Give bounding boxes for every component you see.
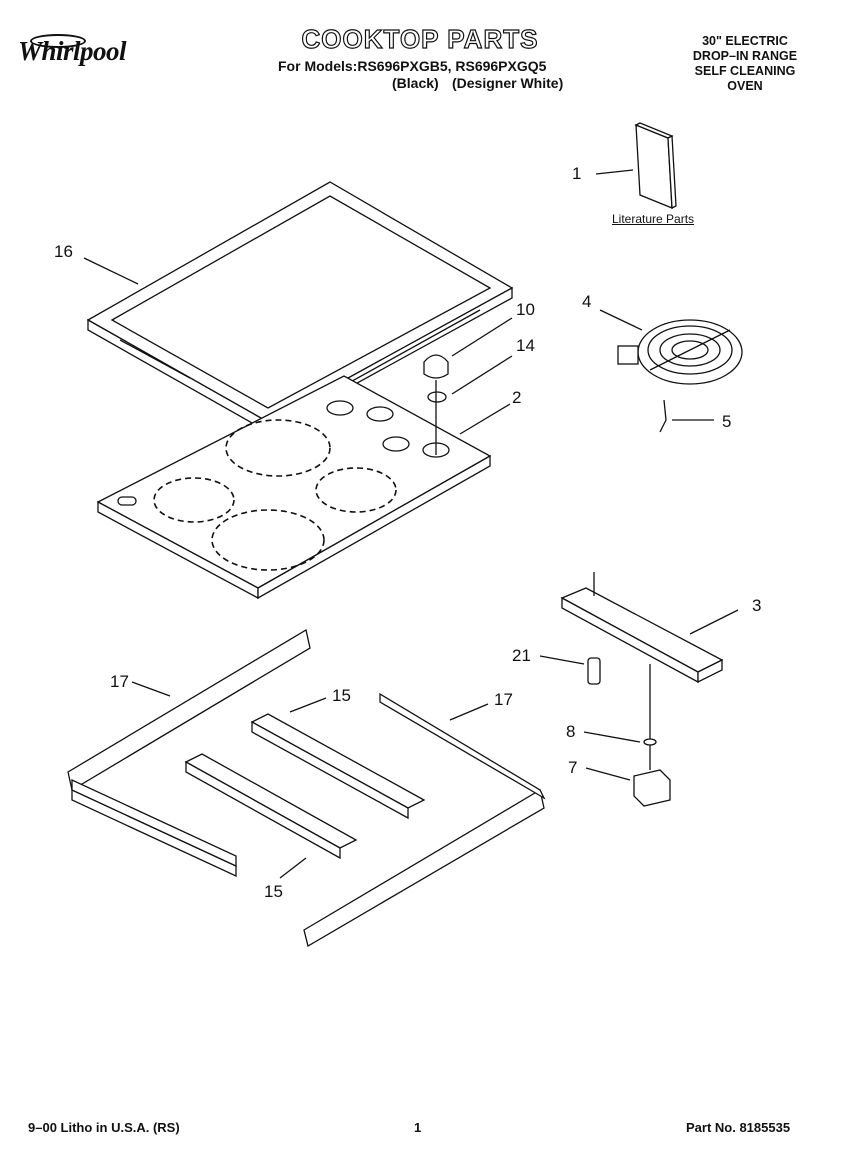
callout-1: 1 [572,164,582,183]
brand-logo: Whirlpool [18,36,127,66]
knob-and-spacer [423,317,513,455]
side-rail-left [67,628,311,878]
models-line: For Models:RS696PXGB5, RS696PXGQ5 [278,58,547,74]
callout-3: 3 [752,596,762,615]
callout-16: 16 [54,242,73,261]
literature-parts-label: Literature Parts [612,212,695,226]
logo-swoosh-icon [30,34,86,48]
footer-page-number: 1 [414,1120,422,1135]
spec-line-1: 30" ELECTRIC [702,34,788,48]
page-title: COOKTOP PARTS [301,23,539,54]
callout-15-lower: 15 [264,882,283,901]
callout-17-right: 17 [494,690,513,709]
callout-8: 8 [566,722,576,741]
callout-14: 14 [516,336,535,355]
glass-cooktop [96,375,511,600]
literature-booklet [595,122,677,210]
side-rail-right [303,692,546,947]
callout-4: 4 [582,292,592,311]
spec-line-2: DROP–IN RANGE [692,49,798,63]
callout-2: 2 [512,388,522,407]
radiant-element [599,309,743,433]
footer-litho: 9–00 Litho in U.S.A. (RS) [28,1120,180,1135]
model-black: (Black) [392,75,439,91]
switch-bracket-assembly [539,572,739,807]
cooktop-frame [83,181,514,434]
callout-5: 5 [722,412,732,431]
callout-17-left: 17 [110,672,129,691]
support-channel-lower [184,753,358,879]
spec-line-3: SELF CLEANING [694,64,796,78]
footer-part-number: Part No. 8185535 [686,1120,791,1135]
callout-15-upper: 15 [332,686,351,705]
callout-10: 10 [516,300,535,319]
callout-21: 21 [512,646,531,665]
spec-line-4: OVEN [727,79,763,93]
support-channel-upper [250,697,426,820]
callout-7: 7 [568,758,578,777]
model-white: (Designer White) [452,75,564,91]
